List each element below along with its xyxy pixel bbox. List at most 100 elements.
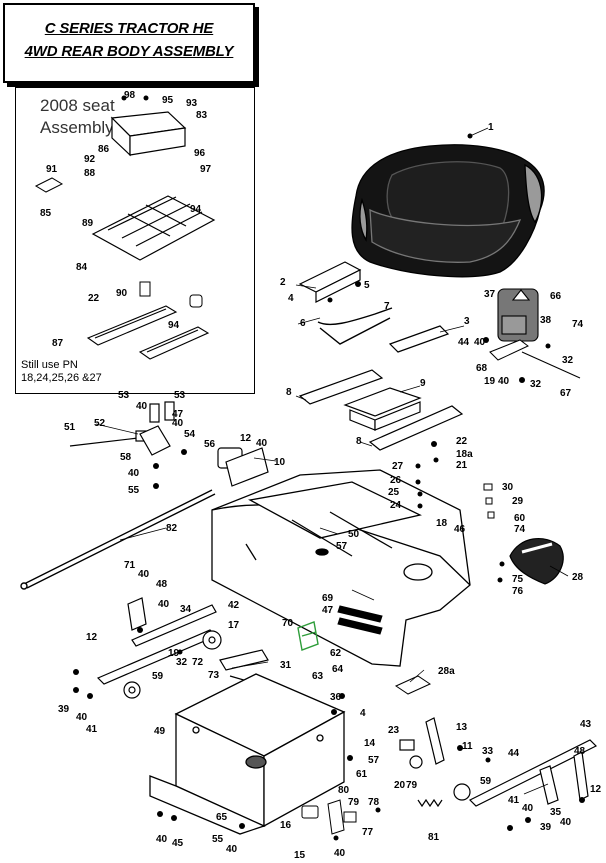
- callout-label: 26: [390, 475, 402, 486]
- control-linkage: [69, 401, 269, 487]
- callout-label: 27: [392, 461, 404, 472]
- callout-label: 8: [356, 436, 362, 447]
- callout-label: 40: [138, 569, 150, 580]
- seat-rails: [298, 325, 464, 451]
- callout-label: 28: [572, 572, 584, 583]
- callout-label: 20: [394, 780, 406, 791]
- callout-label: 40: [498, 376, 510, 387]
- callout-label: 22: [456, 436, 468, 447]
- callout-label: 10: [274, 457, 286, 468]
- callout-label: 25: [388, 487, 400, 498]
- callout-label: 33: [482, 746, 494, 757]
- callout-label: 1: [488, 122, 494, 133]
- callout-label: 31: [280, 660, 292, 671]
- callout-label: 64: [332, 664, 344, 675]
- decals: [337, 605, 383, 635]
- callout-label: 97: [200, 164, 212, 175]
- callout-label: 32: [562, 355, 574, 366]
- callout-label: 40: [474, 337, 486, 348]
- inset-small-plate: [34, 177, 64, 193]
- inset-seat-bracket: [110, 111, 187, 157]
- callout-label: 35: [550, 807, 562, 818]
- small-hardware: [394, 483, 495, 695]
- callout-label: 42: [228, 600, 240, 611]
- callout-label: 9: [420, 378, 426, 389]
- seat-tray: [343, 387, 422, 431]
- callout-label: 18a: [456, 449, 473, 460]
- callout-label: 21: [456, 460, 468, 471]
- title-line-1: C SERIES TRACTOR HE: [44, 20, 214, 37]
- callout-label: 80: [338, 785, 350, 796]
- callout-label: 68: [476, 363, 488, 374]
- callout-label: 63: [312, 671, 324, 682]
- callout-label: 36: [330, 692, 342, 703]
- inset-seat-plate: [91, 195, 216, 261]
- callout-label: 48: [574, 746, 586, 757]
- callout-label: 48: [156, 579, 168, 590]
- callout-label: 50: [348, 529, 360, 540]
- callout-label: 95: [162, 95, 174, 106]
- long-rod: [20, 489, 216, 590]
- callout-label: 49: [154, 726, 166, 737]
- callout-label: 92: [84, 154, 96, 165]
- callout-label: 41: [508, 795, 520, 806]
- callout-label: 74: [572, 319, 584, 330]
- callout-label: 58: [120, 452, 132, 463]
- callout-label: 79: [406, 780, 418, 791]
- callout-label: 18: [436, 518, 448, 529]
- callout-label: 12: [86, 632, 98, 643]
- callout-label: 41: [86, 724, 98, 735]
- callout-label: 32: [176, 657, 188, 668]
- callout-label: 12: [240, 433, 252, 444]
- callout-label: 40: [560, 817, 572, 828]
- callout-label: 93: [186, 98, 198, 109]
- callout-label: 38: [540, 315, 552, 326]
- callout-label: 40: [128, 468, 140, 479]
- callout-label: 71: [124, 560, 136, 571]
- callout-label: 91: [46, 164, 58, 175]
- callout-label: 40: [522, 803, 534, 814]
- callout-label: 62: [330, 648, 342, 659]
- callout-label: 73: [208, 670, 220, 681]
- callout-label: 70: [282, 618, 294, 629]
- callout-label: 40: [334, 848, 346, 859]
- callout-label: 59: [152, 671, 164, 682]
- callout-label: 19: [484, 376, 496, 387]
- spring: [417, 798, 443, 808]
- callout-label: 3: [464, 316, 470, 327]
- seat-switch-bracket: [489, 339, 581, 379]
- callout-label: 19: [168, 648, 180, 659]
- callout-label: 69: [322, 593, 334, 604]
- rear-frame: [149, 673, 346, 835]
- title-line-2: 4WD REAR BODY ASSEMBLY: [24, 43, 234, 60]
- callout-label: 90: [116, 288, 128, 299]
- callout-label: 22: [88, 293, 100, 304]
- callout-label: 4: [288, 293, 294, 304]
- callout-label: 94: [168, 320, 180, 331]
- callout-label: 28a: [438, 666, 455, 677]
- callout-label: 61: [356, 769, 368, 780]
- callout-label: 53: [174, 390, 186, 401]
- callout-label: 29: [512, 496, 524, 507]
- callout-label: 81: [428, 832, 440, 843]
- callout-label: 96: [194, 148, 206, 159]
- callout-label: 7: [384, 301, 390, 312]
- callout-label: 40: [156, 834, 168, 845]
- callout-label: 56: [204, 439, 216, 450]
- callout-label: 24: [390, 500, 402, 511]
- callout-label: 53: [118, 390, 130, 401]
- callout-label: 40: [76, 712, 88, 723]
- callout-label: 98: [124, 90, 136, 101]
- callout-label: 6: [300, 318, 306, 329]
- callout-label: 39: [540, 822, 552, 833]
- callout-label: 72: [192, 657, 204, 668]
- callout-label: 79: [348, 797, 360, 808]
- callout-label: 34: [180, 604, 192, 615]
- inset-rails: [86, 305, 210, 360]
- callout-label: 4: [360, 708, 366, 719]
- callout-label: 13: [456, 722, 468, 733]
- highlighted-bracket: [297, 621, 319, 651]
- inset-title-line-2: Assembly: [40, 118, 114, 137]
- callout-label: 2: [280, 277, 286, 288]
